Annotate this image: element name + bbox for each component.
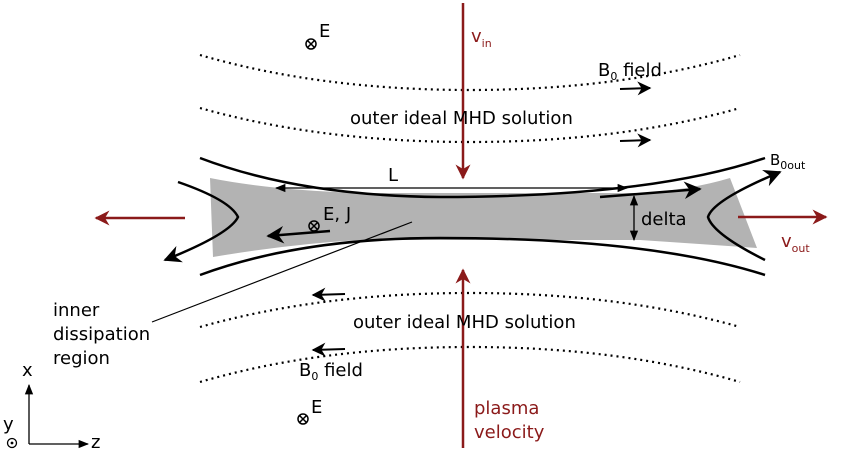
plasma-velocity-label-line2: velocity — [474, 422, 545, 443]
inner-region-leader-line — [151, 221, 413, 323]
separatrix-left-cusp — [163, 180, 240, 263]
axis-z-label: z — [91, 432, 100, 453]
e-field-label-top: E — [319, 21, 330, 42]
field-arrow-top-2 — [619, 133, 652, 148]
v-in-label: vin — [471, 26, 492, 50]
field-line-bottom-2 — [199, 345, 741, 384]
axis-y-label: y — [3, 414, 14, 435]
delta-label: delta — [641, 209, 687, 230]
b0-field-label-top: B0 field — [598, 60, 662, 83]
axis-x-label: x — [22, 360, 33, 381]
sheet-field-arrow-right — [599, 181, 702, 199]
circle-cross-icon — [297, 413, 309, 425]
field-arrow-top-1 — [619, 81, 652, 96]
e-field-label-bottom: E — [311, 397, 322, 418]
inner-region-label-line2: dissipation — [53, 324, 150, 345]
separatrix-right-cusp — [706, 170, 782, 262]
inner-region-label-line3: region — [53, 348, 110, 369]
inner-region-label-line1: inner — [53, 300, 100, 321]
circle-cross-icon — [308, 220, 320, 232]
plasma-velocity-label-line1: plasma — [474, 398, 539, 419]
b0-field-label-bottom: B0 field — [299, 360, 363, 383]
b0out-label: B0out — [770, 151, 806, 172]
length-label: L — [388, 165, 398, 186]
field-arrow-bottom-1 — [311, 287, 346, 302]
separatrix-lower-left — [199, 236, 441, 277]
sheet-field-arrow-left — [266, 226, 331, 244]
separatrix-lower-right — [439, 236, 766, 277]
circle-dot-icon — [6, 437, 18, 449]
outer-solution-label-top: outer ideal MHD solution — [350, 108, 573, 129]
field-arrow-bottom-2 — [311, 342, 346, 357]
outer-solution-label-bottom: outer ideal MHD solution — [353, 312, 576, 333]
dissipation-region — [210, 178, 757, 257]
v-out-label: vout — [781, 231, 810, 255]
circle-cross-icon — [305, 38, 317, 50]
e-j-label: E, J — [323, 204, 351, 225]
